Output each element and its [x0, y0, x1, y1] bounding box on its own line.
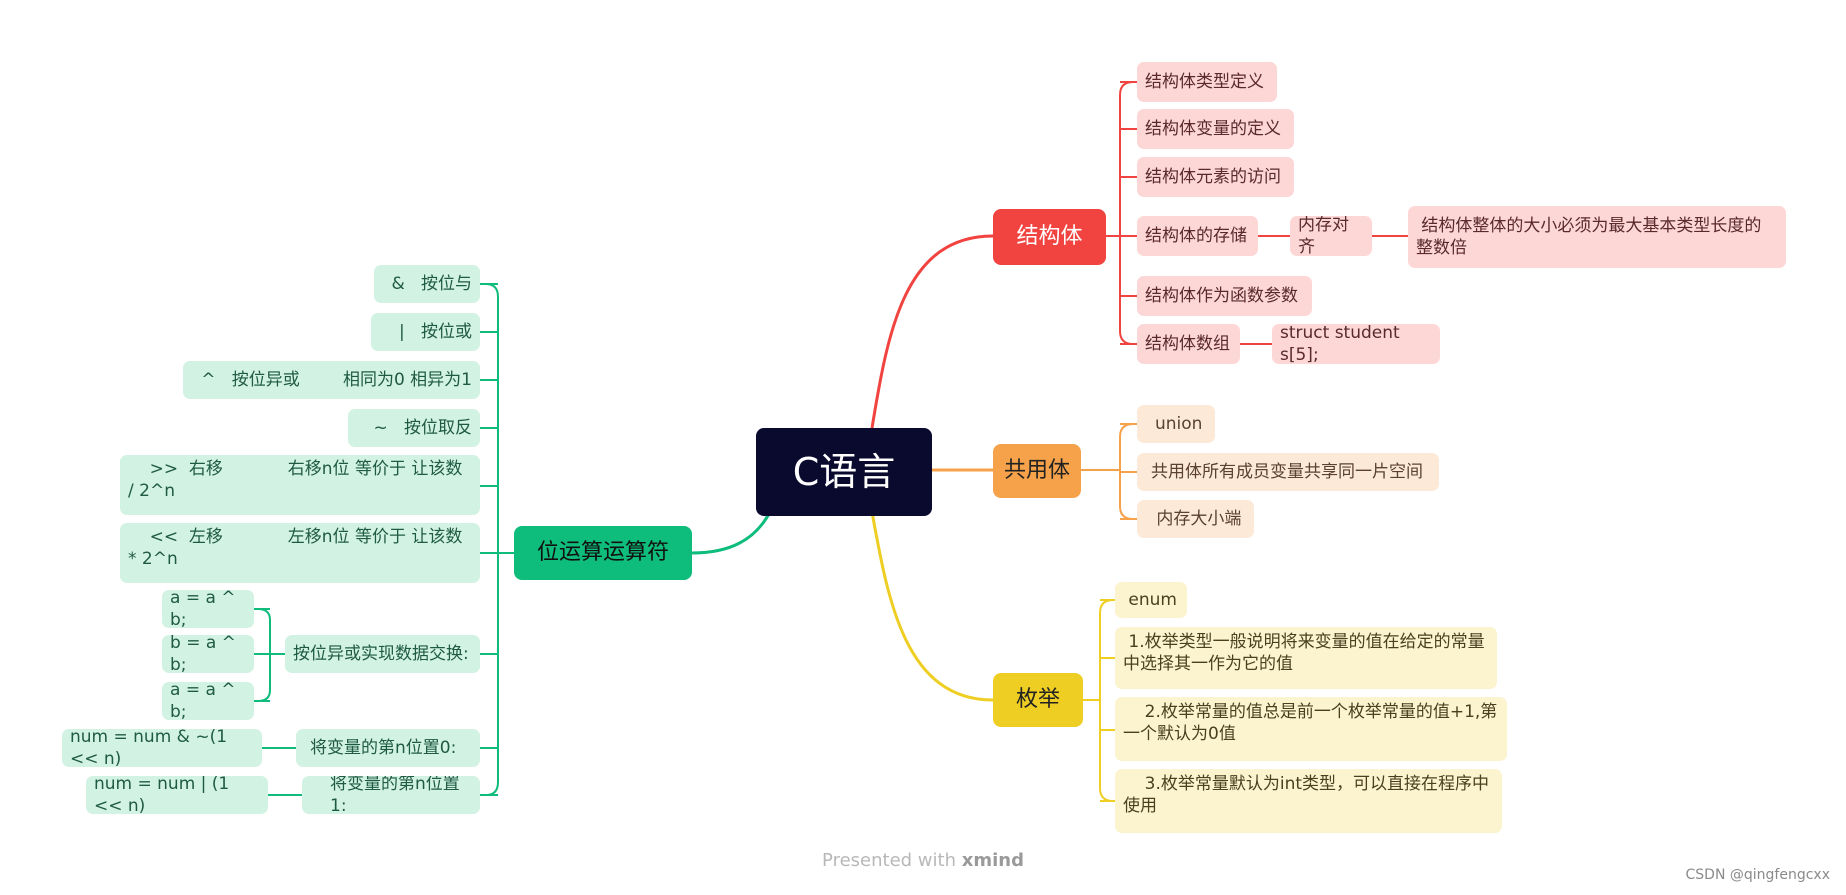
xor-swap-step-1[interactable]: a = a ^ b;	[162, 590, 254, 628]
bitop-xor[interactable]: ^ 按位异或 相同为0 相异为1	[183, 361, 480, 399]
struct-item-member-access[interactable]: 结构体元素的访问	[1137, 157, 1294, 197]
struct-array-example[interactable]: struct student s[5];	[1272, 324, 1440, 364]
struct-item-storage[interactable]: 结构体的存储	[1137, 216, 1258, 256]
struct-item-func-param[interactable]: 结构体作为函数参数	[1137, 276, 1312, 316]
enum-item-desc-2[interactable]: 2.枚举常量的值总是前一个枚举常量的值+1,第一个默认为0值	[1115, 697, 1507, 761]
set-bit-expression[interactable]: num = num | (1 << n)	[86, 776, 268, 814]
xmind-brand: xmind	[961, 850, 1024, 871]
connector-root-bitops	[691, 511, 772, 555]
bitop-left-shift[interactable]: << 左移 左移n位 等价于 让该数 * 2^n	[120, 523, 480, 583]
struct-storage-alignment-rule[interactable]: 结构体整体的大小必须为最大基本类型长度的整数倍	[1408, 206, 1786, 268]
bitop-and[interactable]: & 按位与	[374, 265, 480, 303]
enum-connectors	[1083, 599, 1115, 802]
union-item-endianness[interactable]: 内存大小端	[1137, 500, 1254, 538]
csdn-credit: CSDN @qingfengcxx	[1685, 867, 1830, 883]
bitop-xor-swap[interactable]: 按位异或实现数据交换:	[285, 635, 480, 673]
enum-item-desc-1[interactable]: 1.枚举类型一般说明将来变量的值在给定的常量中选择其一作为它的值	[1115, 627, 1497, 689]
presented-with-xmind: Presented with xmind	[0, 850, 1846, 871]
root-topic[interactable]: C语言	[756, 428, 932, 516]
branch-struct[interactable]: 结构体	[993, 209, 1106, 265]
bitop-not[interactable]: ~ 按位取反	[348, 409, 480, 447]
union-item-shared-memory[interactable]: 共用体所有成员变量共享同一片空间	[1137, 453, 1439, 491]
struct-connectors	[1106, 81, 1408, 345]
connector-root-struct	[870, 234, 994, 429]
bitop-clear-bit[interactable]: 将变量的第n位置0:	[296, 729, 480, 767]
branch-union[interactable]: 共用体	[993, 444, 1081, 498]
struct-item-array[interactable]: 结构体数组	[1137, 324, 1240, 364]
bitops-connectors	[254, 283, 514, 796]
union-item-keyword[interactable]: union	[1137, 405, 1215, 443]
struct-item-var-def[interactable]: 结构体变量的定义	[1137, 109, 1294, 149]
enum-item-keyword[interactable]: enum	[1115, 582, 1187, 618]
xor-swap-step-2[interactable]: b = a ^ b;	[162, 635, 254, 673]
connector-root-enum	[870, 511, 994, 702]
bitop-set-bit[interactable]: 将变量的第n位置1:	[302, 776, 480, 814]
branch-enum[interactable]: 枚举	[993, 673, 1083, 727]
clear-bit-expression[interactable]: num = num & ~(1 << n)	[62, 729, 262, 767]
union-connectors	[1081, 423, 1137, 520]
bitop-or[interactable]: | 按位或	[371, 313, 480, 351]
xor-swap-step-3[interactable]: a = a ^ b;	[162, 682, 254, 720]
struct-item-type-def[interactable]: 结构体类型定义	[1137, 62, 1277, 102]
bitop-right-shift[interactable]: >> 右移 右移n位 等价于 让该数 / 2^n	[120, 455, 480, 515]
enum-item-desc-3[interactable]: 3.枚举常量默认为int类型，可以直接在程序中使用	[1115, 769, 1502, 833]
presented-with-label: Presented with	[822, 850, 956, 871]
struct-storage-alignment[interactable]: 内存对齐	[1290, 216, 1372, 256]
branch-bit-operators[interactable]: 位运算运算符	[514, 526, 692, 580]
